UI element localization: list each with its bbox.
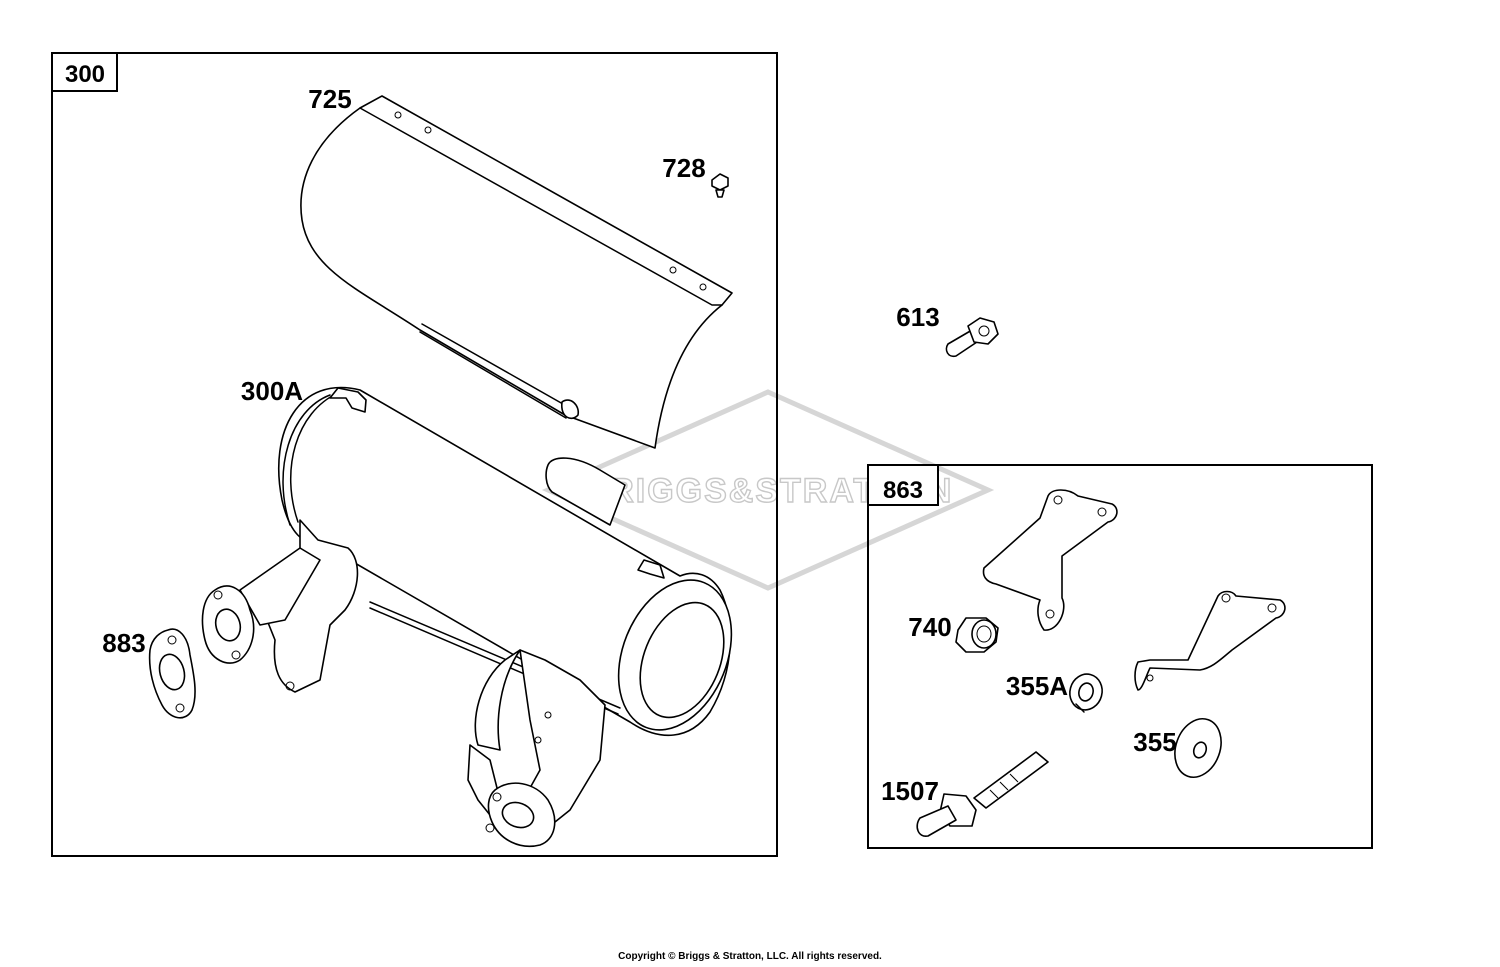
callout-355: 355 — [1133, 727, 1176, 757]
nut-740 — [955, 617, 999, 653]
copyright-notice: Copyright © Briggs & Stratton, LLC. All … — [618, 951, 882, 962]
washer-355 — [1174, 718, 1222, 778]
muffler-300a — [201, 386, 733, 847]
group-300-frame: 300 — [51, 52, 778, 857]
group-863-frame: 863 — [867, 464, 1373, 849]
callout-1507: 1507 — [881, 776, 939, 806]
callout-728: 728 — [662, 153, 705, 183]
exhaust-gasket-883 — [148, 628, 196, 719]
bracket-upper — [982, 489, 1118, 631]
group-300-label: 300 — [65, 61, 105, 88]
callout-740: 740 — [908, 612, 951, 642]
callout-883: 883 — [102, 628, 145, 658]
screw-613 — [945, 317, 999, 358]
heat-shield-725 — [300, 95, 733, 449]
stud-1507 — [916, 751, 1049, 837]
callout-613: 613 — [896, 302, 939, 332]
screw-728 — [711, 173, 729, 198]
group-863-label: 863 — [883, 477, 923, 504]
lock-washer-355a — [1069, 673, 1103, 713]
callout-300a: 300A — [241, 376, 303, 406]
bracket-lower — [1134, 590, 1286, 691]
callout-725: 725 — [308, 84, 351, 114]
callout-355a: 355A — [1006, 671, 1068, 701]
